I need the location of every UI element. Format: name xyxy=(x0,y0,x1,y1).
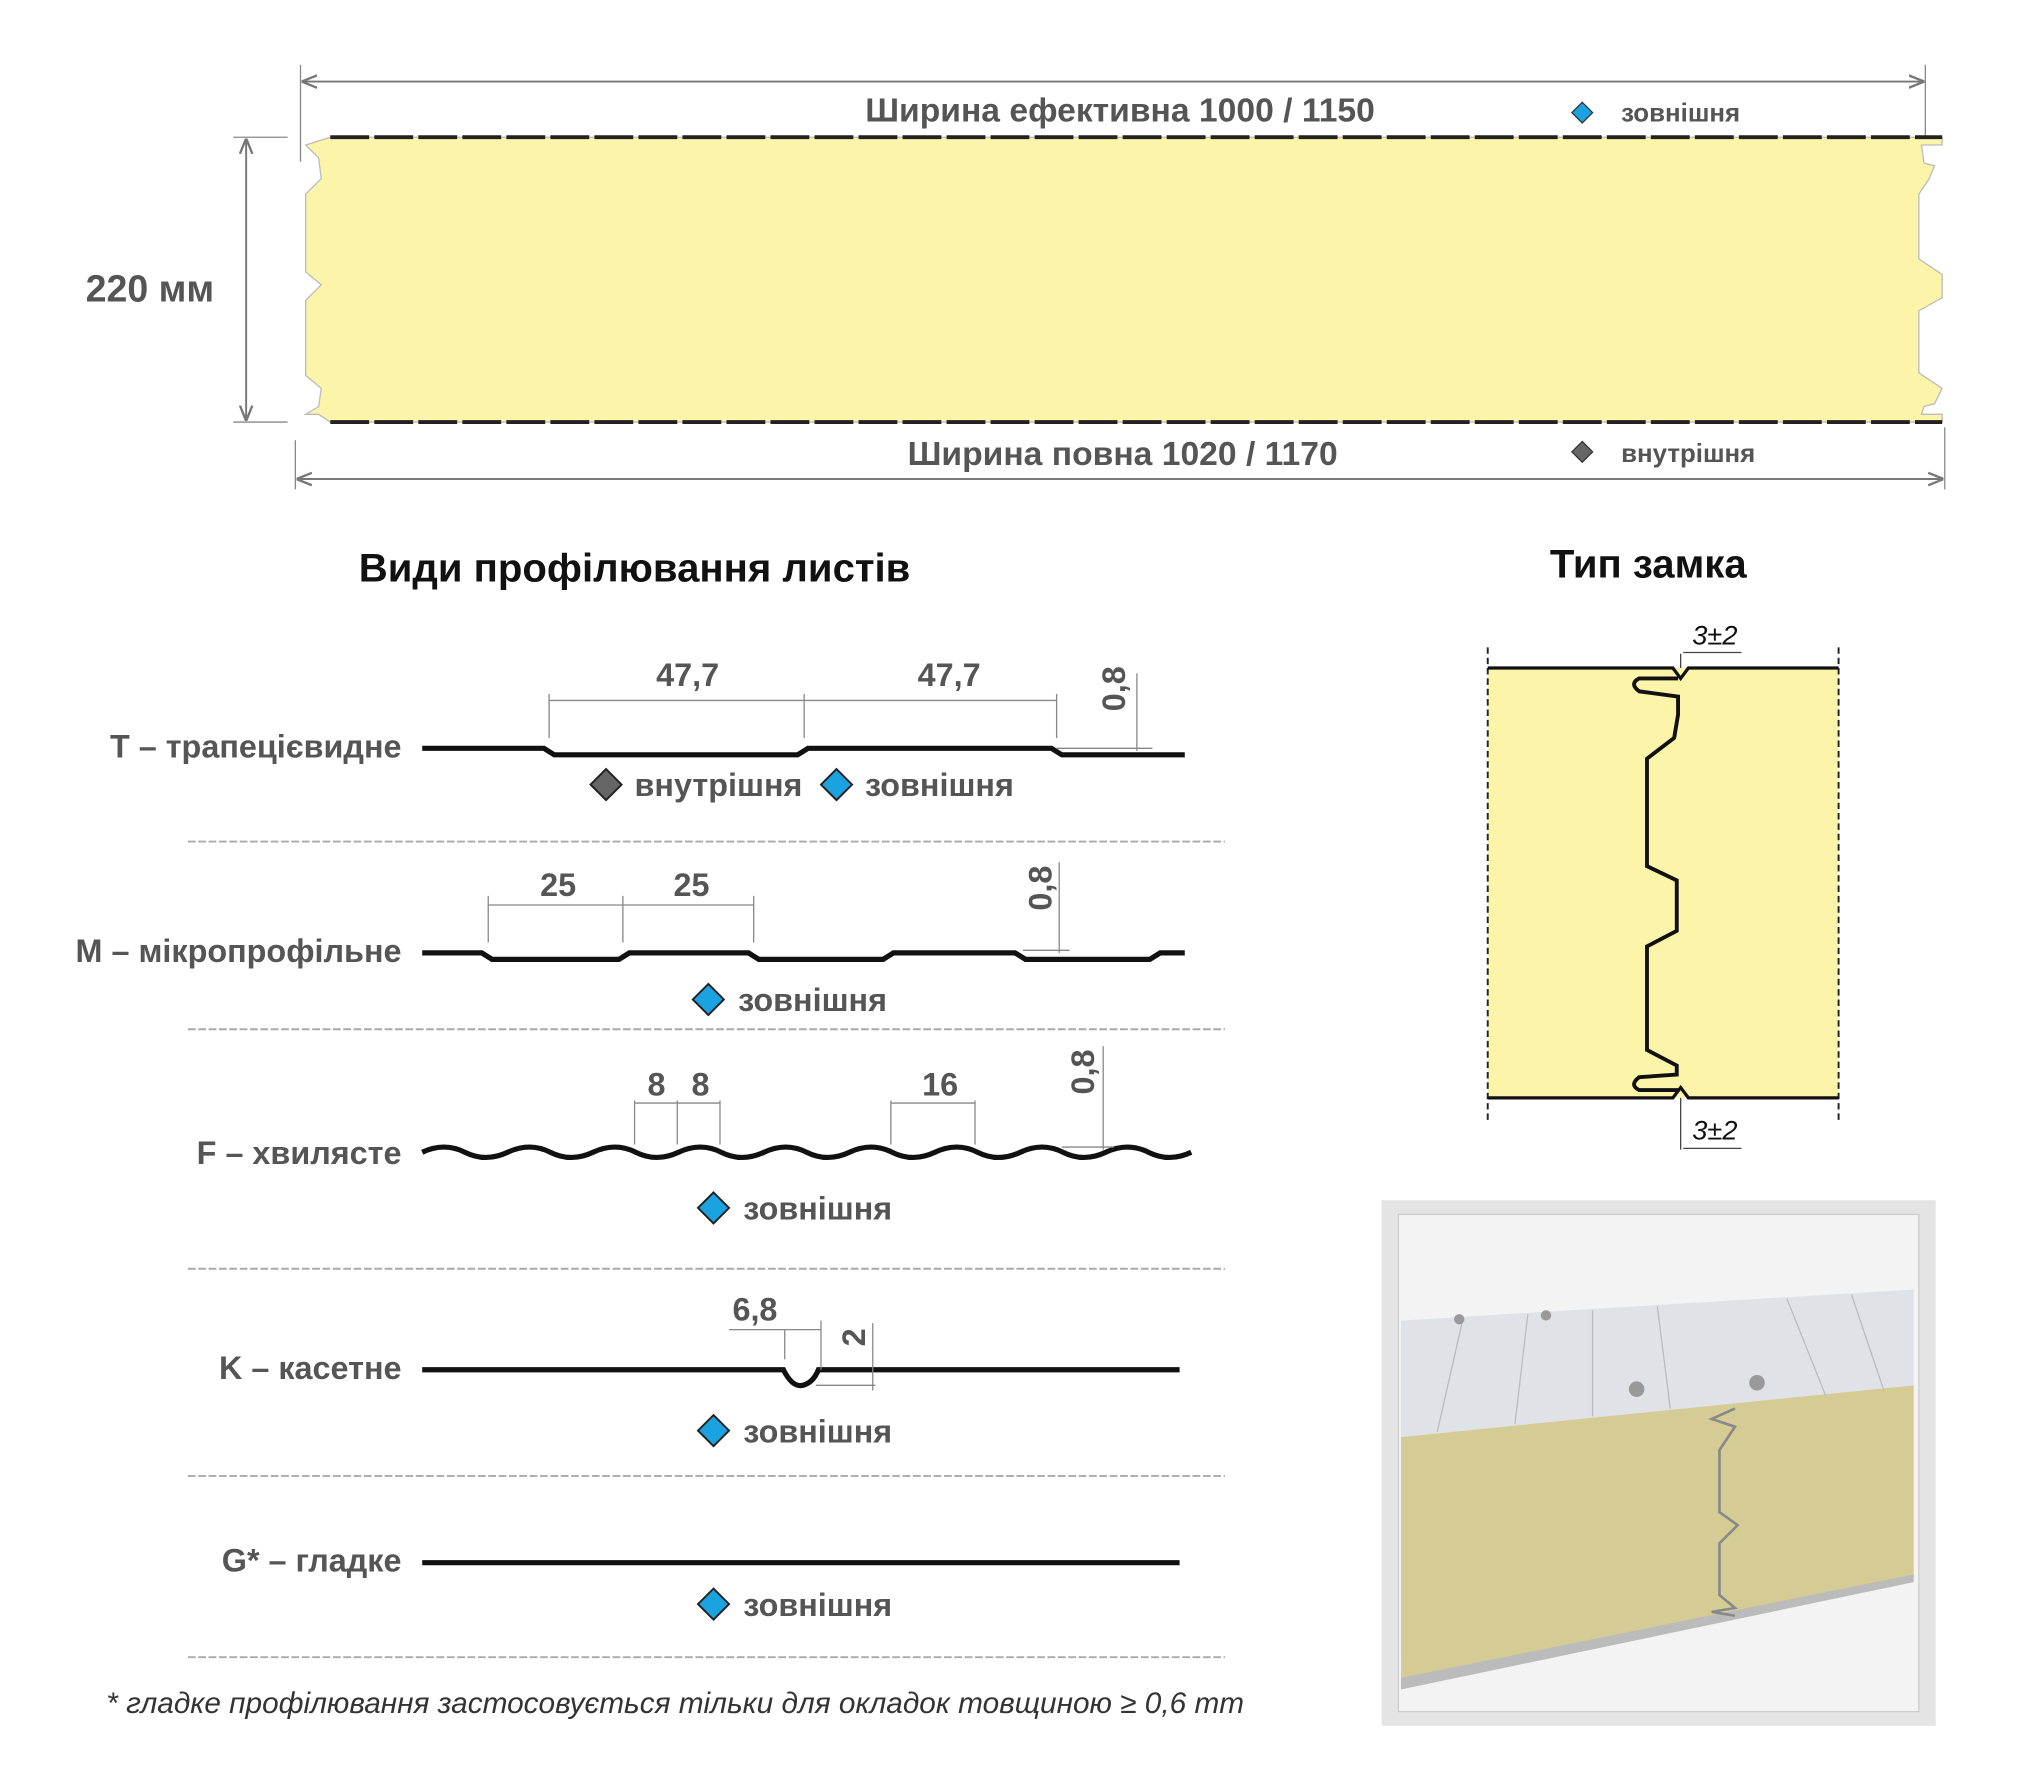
dim-label: 2 xyxy=(836,1328,872,1346)
profile-row-t: T – трапецієвидне 47,7 47,7 0,8 внутрішн… xyxy=(110,657,1185,803)
profile-label: G* – гладке xyxy=(222,1543,402,1579)
inner-diamond-icon xyxy=(589,767,623,802)
profile-row-f: F – хвилясте 8 8 16 0,8 зовнішня xyxy=(197,1046,1193,1227)
dim-label: 16 xyxy=(922,1066,958,1102)
dim-label: 8 xyxy=(692,1066,710,1102)
panel-photo xyxy=(1381,1200,1936,1726)
dim-label: 6,8 xyxy=(732,1292,777,1328)
outer-legend: зовнішня xyxy=(1621,100,1740,128)
dim-label: 47,7 xyxy=(656,657,719,693)
profiles-title: Види профілювання листів xyxy=(359,545,911,590)
outer-diamond-icon xyxy=(691,982,726,1017)
legend-label: зовнішня xyxy=(743,1587,892,1623)
profile-label: T – трапецієвидне xyxy=(110,728,402,764)
profile-label: M – мікропрофільне xyxy=(76,933,402,969)
profile-row-k: K – касетне 6,8 2 зовнішня xyxy=(219,1292,1180,1449)
profile-label: K – касетне xyxy=(219,1350,402,1386)
dim-label: 8 xyxy=(648,1066,666,1102)
lock-diagram: 3±2 3±2 xyxy=(1486,620,1840,1150)
profile-row-m: M – мікропрофільне 25 25 0,8 зовнішня xyxy=(76,862,1185,1018)
inner-diamond-icon xyxy=(1570,440,1594,464)
outer-diamond-icon xyxy=(819,767,854,802)
foam-core xyxy=(303,136,1944,423)
dim-label: 0,8 xyxy=(1022,866,1058,911)
gap-bottom-label: 3±2 xyxy=(1692,1114,1737,1145)
outer-diamond-icon xyxy=(696,1191,731,1225)
thickness-label: 220 мм xyxy=(86,268,215,310)
legend-label: зовнішня xyxy=(743,1191,892,1227)
legend-label: зовнішня xyxy=(743,1413,892,1449)
profile-row-g: G* – гладке зовнішня xyxy=(222,1543,1180,1623)
profile-label: F – хвилясте xyxy=(197,1135,402,1171)
dim-label: 47,7 xyxy=(918,657,981,693)
legend-label: зовнішня xyxy=(738,982,887,1018)
lock-title: Тип замка xyxy=(1550,541,1748,586)
dim-label: 25 xyxy=(674,867,710,903)
outer-diamond-icon xyxy=(696,1413,731,1448)
legend-label: зовнішня xyxy=(865,767,1014,803)
effective-width-label: Ширина ефективна 1000 / 1150 xyxy=(865,93,1375,130)
panel-cross-section: Ширина ефективна 1000 / 1150 зовнішня 22… xyxy=(86,64,1946,490)
legend-label: внутрішня xyxy=(635,767,803,803)
dim-label: 0,8 xyxy=(1065,1049,1101,1094)
footnote: * гладке профілювання застосовується тіл… xyxy=(106,1687,1244,1720)
outer-diamond-icon xyxy=(696,1587,731,1622)
dim-label: 25 xyxy=(540,867,576,903)
dim-label: 0,8 xyxy=(1096,666,1132,711)
gap-top-label: 3±2 xyxy=(1692,620,1737,651)
full-width-label: Ширина повна 1020 / 1170 xyxy=(908,436,1338,473)
inner-legend: внутрішня xyxy=(1621,440,1755,468)
outer-diamond-icon xyxy=(1570,101,1594,124)
